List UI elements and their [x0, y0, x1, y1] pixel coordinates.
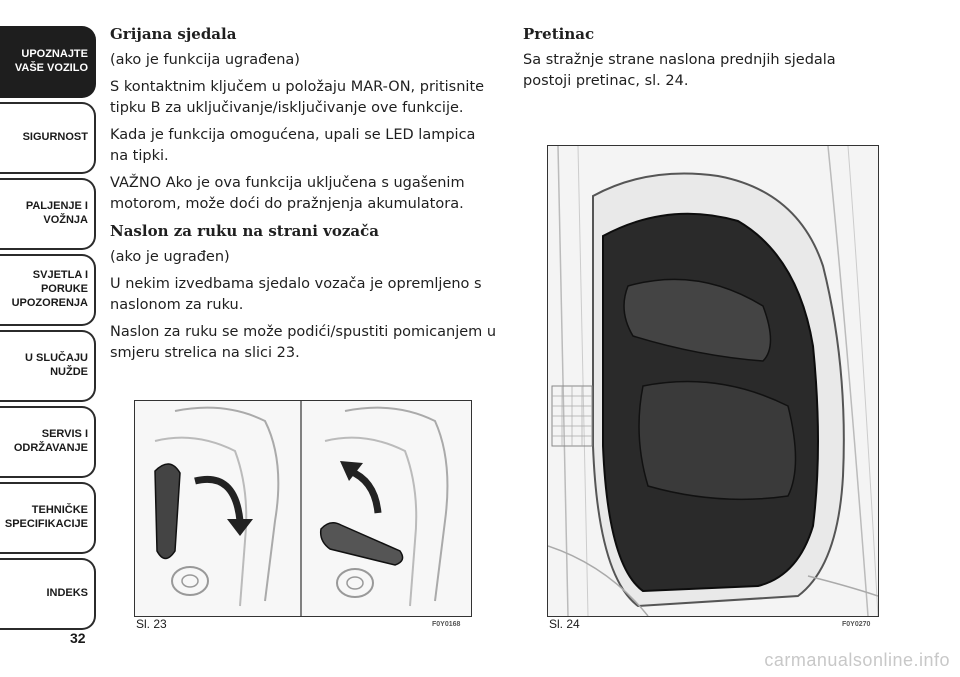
paragraph: (ako je ugrađen): [110, 248, 230, 265]
tab-u-slucaju-nuzde[interactable]: U SLUČAJU NUŽDE: [0, 330, 96, 402]
paragraph: Naslon za ruku se može podići/spustiti p…: [110, 323, 497, 361]
paragraph: S kontaktnim ključem u položaju MAR-ON, …: [110, 78, 485, 116]
tab-servis-i-odrzavanje[interactable]: SERVIS I ODRŽAVANJE: [0, 406, 96, 478]
tab-tehnicke-specifikacije[interactable]: TEHNIČKE SPECIFIKACIJE: [0, 482, 96, 554]
heading-compartment: Pretinac: [523, 25, 595, 43]
watermark: carmanualsonline.info: [764, 650, 950, 670]
paragraph: VAŽNO Ako je ova funkcija uključena s ug…: [110, 174, 465, 212]
figure-24-seatback-compartment: [547, 145, 879, 617]
paragraph: Sa stražnje strane naslona prednjih sjed…: [523, 51, 836, 89]
tab-upoznajte-vase-vozilo[interactable]: UPOZNAJTE VAŠE VOZILO: [0, 26, 96, 98]
figure-23-armrest: [134, 400, 472, 617]
heading-heated-seats: Grijana sjedala: [110, 25, 237, 43]
left-column: Grijana sjedala (ako je funkcija ugrađen…: [110, 24, 498, 370]
compartment-illustration: [548, 146, 878, 616]
heading-armrest: Naslon za ruku na strani vozača: [110, 221, 379, 240]
armrest-illustration: [135, 401, 471, 616]
figure-23-code: F0Y0168: [432, 621, 461, 628]
right-column: Pretinac Sa stražnje strane naslona pred…: [523, 24, 883, 98]
figure-23-caption: Sl. 23: [136, 617, 167, 631]
tab-paljenje-i-voznja[interactable]: PALJENJE I VOŽNJA: [0, 178, 96, 250]
paragraph: U nekim izvedbama sjedalo vozača je opre…: [110, 275, 482, 313]
figure-24-caption: Sl. 24: [549, 617, 580, 631]
tab-svjetla-i-poruke[interactable]: SVJETLA I PORUKE UPOZORENJA: [0, 254, 96, 326]
page-number: 32: [70, 630, 86, 646]
tab-sigurnost[interactable]: SIGURNOST: [0, 102, 96, 174]
paragraph: Kada je funkcija omogućena, upali se LED…: [110, 126, 476, 164]
tab-indeks[interactable]: INDEKS: [0, 558, 96, 630]
paragraph: (ako je funkcija ugrađena): [110, 51, 300, 68]
figure-24-code: F0Y0270: [842, 621, 871, 628]
